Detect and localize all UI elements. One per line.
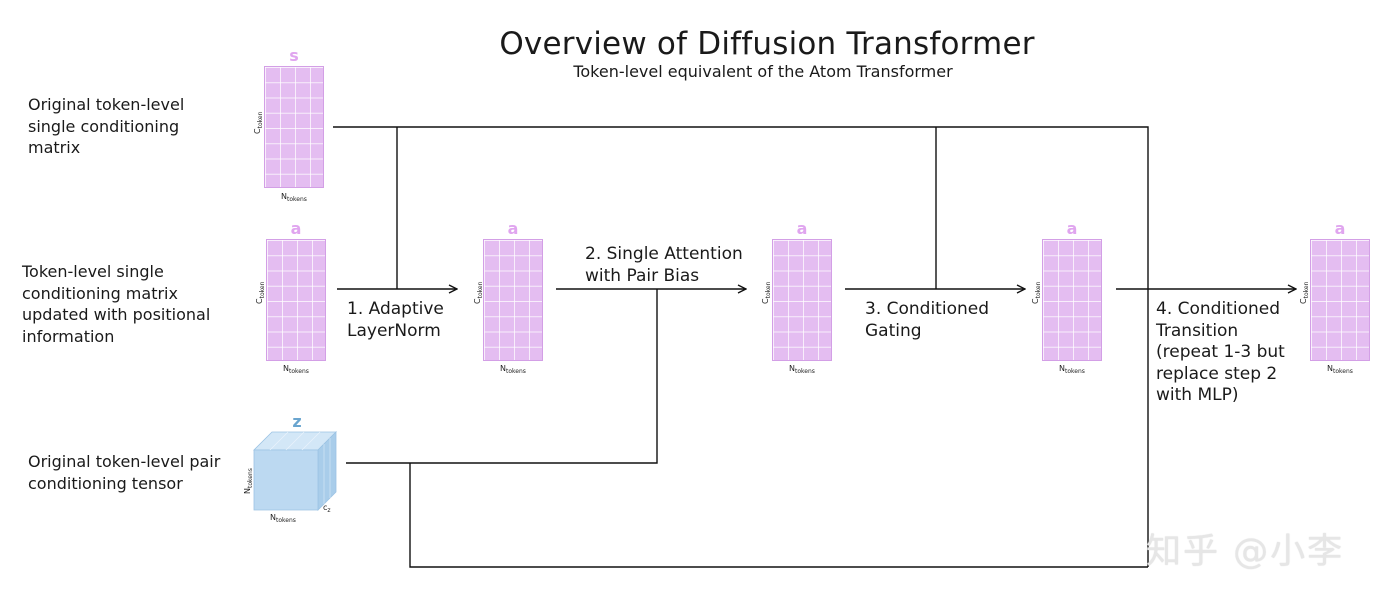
a1-axis-c: Ctoken [473,281,484,304]
step1-label: 1. Adaptive LayerNorm [347,299,444,341]
a4-axis-n: Ntokens [1327,364,1353,375]
step4-label: 4. Conditioned Transition (repeat 1-3 bu… [1156,299,1285,405]
a0-matrix [266,239,326,361]
a3-axis-n: Ntokens [1059,364,1085,375]
z-axis-cz: cz [323,503,331,514]
a0-axis-n: Ntokens [283,364,309,375]
z-to-step2-line [346,289,658,464]
a2-symbol: a [796,219,808,238]
a4-axis-c: Ctoken [1299,281,1310,304]
diagram-subtitle: Token-level equivalent of the Atom Trans… [573,62,953,81]
a3-axis-c: Ctoken [1031,281,1042,304]
a2-axis-c: Ctoken [761,281,772,304]
s-axis-n: Ntokens [281,192,307,203]
a4-symbol: a [1334,219,1346,238]
a-row-label: Token-level single conditioning matrix u… [22,262,211,346]
z-bottom-bus-line [409,463,1148,568]
watermark: 知乎 @小李 [1146,532,1345,572]
s-symbol: s [289,46,299,65]
s-matrix [264,66,324,188]
a1-axis-n: Ntokens [500,364,526,375]
s-axis-c: Ctoken [253,111,264,134]
a4-matrix [1310,239,1370,361]
diagram-title: Overview of Diffusion Transformer [499,26,1035,62]
a2-matrix [772,239,832,361]
a3-symbol: a [1066,219,1078,238]
a2-axis-n: Ntokens [789,364,815,375]
a3-matrix [1042,239,1102,361]
s-bus-line [333,126,1149,567]
a0-axis-c: Ctoken [255,281,266,304]
z-axis-n-vertical: Ntokens [243,468,254,494]
z-symbol: z [292,412,302,431]
a0-symbol: a [290,219,302,238]
a1-symbol: a [507,219,519,238]
a1-matrix [483,239,543,361]
step3-label: 3. Conditioned Gating [865,299,989,341]
s-row-label: Original token-level single conditioning… [28,95,185,157]
step2-label: 2. Single Attention with Pair Bias [585,244,743,286]
z-axis-n-horizontal: Ntokens [270,513,296,524]
z-tensor-cube [253,431,337,511]
z-row-label: Original token-level pair conditioning t… [28,452,221,493]
